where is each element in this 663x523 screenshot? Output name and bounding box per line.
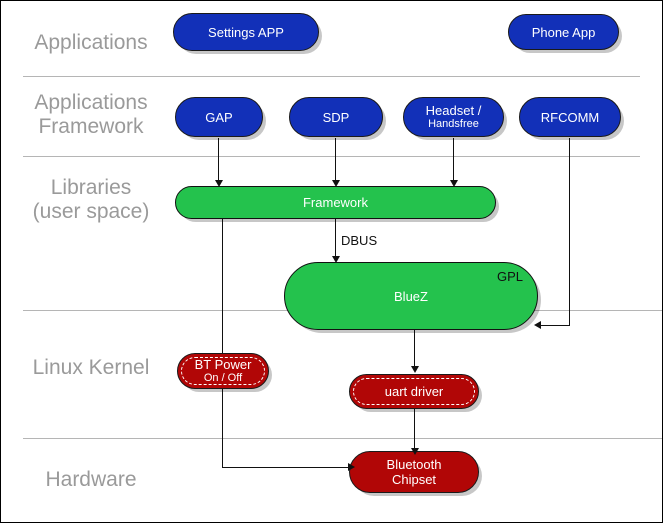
layer-label-linux-kernel: Linux Kernel (32, 356, 150, 379)
node-bt-power-sublabel: On / Off (203, 372, 243, 384)
connector-framework-to-chipset-horizontal (222, 467, 349, 468)
connector-framework-to-bluez (335, 219, 336, 260)
arrow-gap-to-framework (215, 180, 223, 187)
node-uart-driver-label: uart driver (384, 384, 444, 399)
node-bluez-license-tag: GPL (496, 269, 523, 284)
connector-bluez-to-uart (414, 330, 415, 368)
arrow-sdp-to-framework (332, 180, 340, 187)
arrow-headset-to-framework (450, 180, 458, 187)
node-bluez[interactable]: GPL BlueZ (284, 262, 538, 330)
node-rfcomm[interactable]: RFCOMM (519, 97, 621, 137)
connector-framework-to-chipset-vertical (222, 219, 223, 467)
node-gap[interactable]: GAP (175, 97, 263, 137)
node-settings-app[interactable]: Settings APP (173, 13, 319, 51)
node-bluetooth-chipset-sublabel: Chipset (391, 472, 437, 487)
edge-label-dbus: DBUS (341, 233, 378, 248)
arrow-uart-to-chipset (411, 448, 419, 455)
connector-sdp-to-framework (335, 138, 336, 184)
connector-rfcomm-to-bluez (541, 325, 570, 326)
layer-label-hardware: Hardware (45, 468, 137, 491)
node-headset-handsfree-sublabel: Handsfree (428, 118, 479, 130)
node-framework-label: Framework (302, 195, 368, 210)
node-bluetooth-chipset[interactable]: Bluetooth Chipset (349, 451, 479, 493)
layer-label-applications-framework: Applications Framework (34, 91, 148, 138)
divider-linux-kernel (23, 438, 662, 439)
arrow-bluez-to-uart (411, 366, 419, 373)
node-sdp-label: SDP (322, 109, 350, 125)
node-phone-app[interactable]: Phone App (508, 14, 619, 50)
divider-applications-framework (23, 156, 640, 157)
node-rfcomm-label: RFCOMM (540, 109, 600, 125)
layer-label-libraries: Libraries (user space) (32, 176, 150, 223)
node-bluez-label: BlueZ (394, 288, 428, 304)
node-settings-app-label: Settings APP (208, 24, 284, 40)
node-framework[interactable]: Framework (175, 186, 496, 219)
connector-headset-to-framework (453, 138, 454, 184)
node-bluetooth-chipset-label: Bluetooth (386, 457, 442, 472)
node-headset-handsfree-label: Headset / (425, 103, 482, 118)
divider-applications (23, 76, 640, 77)
arrow-to-bluetooth-chipset-side (348, 463, 355, 471)
node-phone-app-label: Phone App (531, 24, 596, 40)
connector-gap-to-framework (218, 138, 219, 184)
layer-label-applications: Applications (34, 31, 148, 54)
node-sdp[interactable]: SDP (289, 97, 383, 137)
node-headset-handsfree[interactable]: Headset / Handsfree (403, 97, 504, 137)
node-uart-driver[interactable]: uart driver (349, 374, 479, 409)
node-bt-power[interactable]: BT Power On / Off (177, 353, 269, 389)
connector-rfcomm-down (569, 138, 570, 326)
connector-uart-to-chipset (414, 409, 415, 451)
arrow-rfcomm-to-bluez (534, 321, 541, 329)
node-bt-power-label: BT Power (194, 357, 252, 372)
node-gap-label: GAP (205, 109, 233, 125)
arrow-framework-to-bluez (332, 256, 340, 263)
